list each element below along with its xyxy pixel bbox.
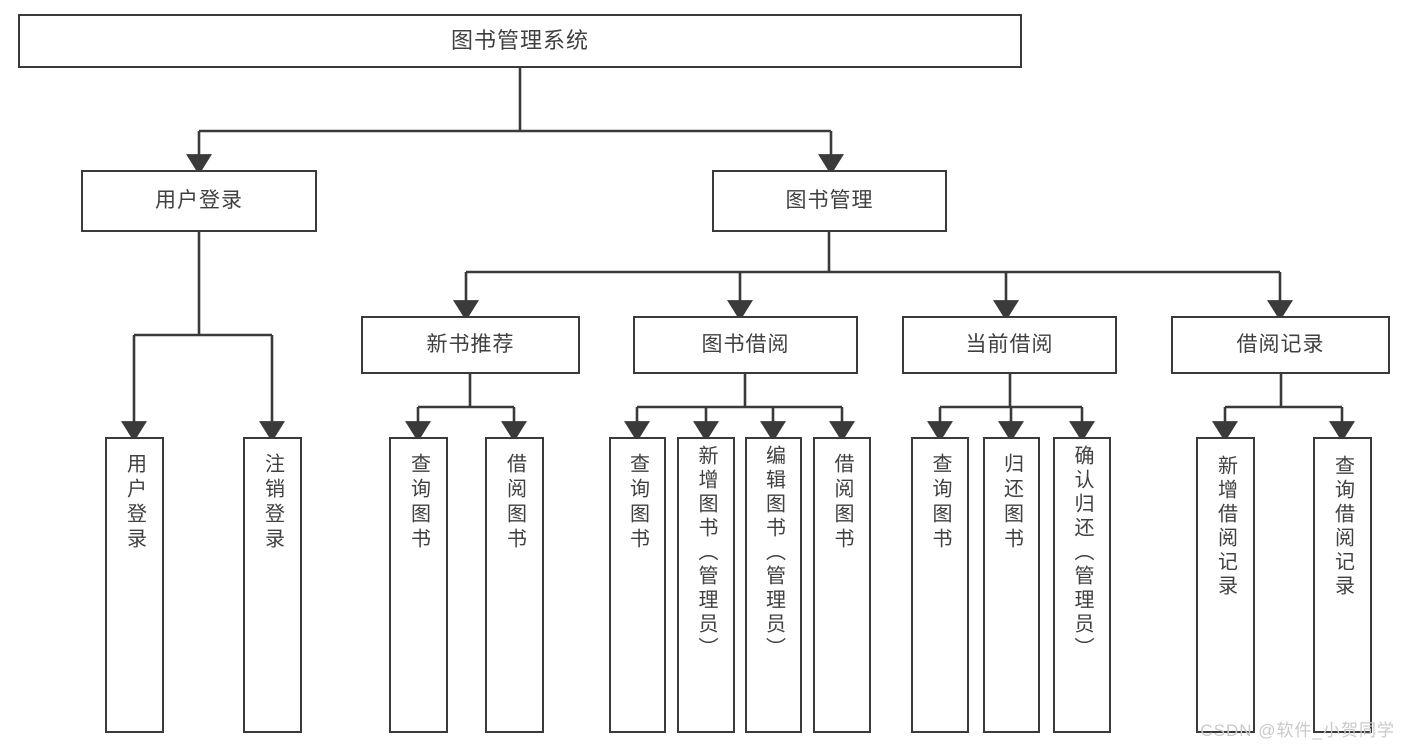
node-user-login[interactable]: 用户登录 bbox=[81, 170, 317, 232]
node-borrow-record[interactable]: 借阅记录 bbox=[1171, 316, 1390, 374]
leaf-borrow-book-2[interactable]: 借阅图书 bbox=[813, 437, 871, 733]
leaf-add-book[interactable]: 新增图书（管理员） bbox=[677, 437, 735, 733]
leaf-confirm-return-label: 确认归还（管理员） bbox=[1071, 445, 1093, 661]
node-root-label: 图书管理系统 bbox=[450, 28, 589, 54]
leaf-query-record[interactable]: 查询借阅记录 bbox=[1313, 437, 1372, 733]
node-new-book-rec[interactable]: 新书推荐 bbox=[361, 316, 580, 374]
leaf-query-book-1[interactable]: 查询图书 bbox=[389, 437, 448, 733]
leaf-borrow-book-1[interactable]: 借阅图书 bbox=[485, 437, 544, 733]
node-root[interactable]: 图书管理系统 bbox=[18, 14, 1022, 68]
leaf-edit-book[interactable]: 编辑图书（管理员） bbox=[745, 437, 802, 733]
leaf-query-book-1-label: 查询图书 bbox=[407, 453, 430, 553]
leaf-add-record[interactable]: 新增借阅记录 bbox=[1196, 437, 1255, 733]
leaf-query-book-3-label: 查询图书 bbox=[929, 453, 951, 553]
node-new-book-rec-label: 新书推荐 bbox=[426, 332, 515, 356]
leaf-user-login-label: 用户登录 bbox=[123, 453, 146, 553]
leaf-query-record-label: 查询借阅记录 bbox=[1331, 455, 1354, 599]
leaf-query-book-3[interactable]: 查询图书 bbox=[911, 437, 969, 733]
node-borrow-record-label: 借阅记录 bbox=[1236, 332, 1325, 356]
node-book-manage[interactable]: 图书管理 bbox=[712, 170, 947, 232]
leaf-logout[interactable]: 注销登录 bbox=[243, 437, 302, 733]
node-current-borrow-label: 当前借阅 bbox=[965, 332, 1054, 356]
leaf-borrow-book-2-label: 借阅图书 bbox=[831, 453, 853, 553]
leaf-confirm-return[interactable]: 确认归还（管理员） bbox=[1053, 437, 1111, 733]
leaf-add-record-label: 新增借阅记录 bbox=[1214, 455, 1237, 599]
node-book-borrow[interactable]: 图书借阅 bbox=[633, 316, 858, 374]
leaf-query-book-2[interactable]: 查询图书 bbox=[609, 437, 666, 733]
leaf-return-book-label: 归还图书 bbox=[1000, 453, 1023, 553]
leaf-query-book-2-label: 查询图书 bbox=[626, 453, 649, 553]
node-book-manage-label: 图书管理 bbox=[785, 188, 874, 212]
leaf-user-login[interactable]: 用户登录 bbox=[105, 437, 164, 733]
leaf-edit-book-label: 编辑图书（管理员） bbox=[762, 445, 785, 661]
leaf-borrow-book-1-label: 借阅图书 bbox=[503, 453, 526, 553]
leaf-logout-label: 注销登录 bbox=[261, 453, 284, 553]
watermark: CSDN @软件_小贺同学 bbox=[1200, 721, 1395, 740]
node-user-login-label: 用户登录 bbox=[155, 188, 243, 212]
node-current-borrow[interactable]: 当前借阅 bbox=[902, 316, 1117, 374]
node-book-borrow-label: 图书借阅 bbox=[701, 332, 790, 356]
leaf-add-book-label: 新增图书（管理员） bbox=[695, 445, 717, 661]
leaf-return-book[interactable]: 归还图书 bbox=[983, 437, 1040, 733]
